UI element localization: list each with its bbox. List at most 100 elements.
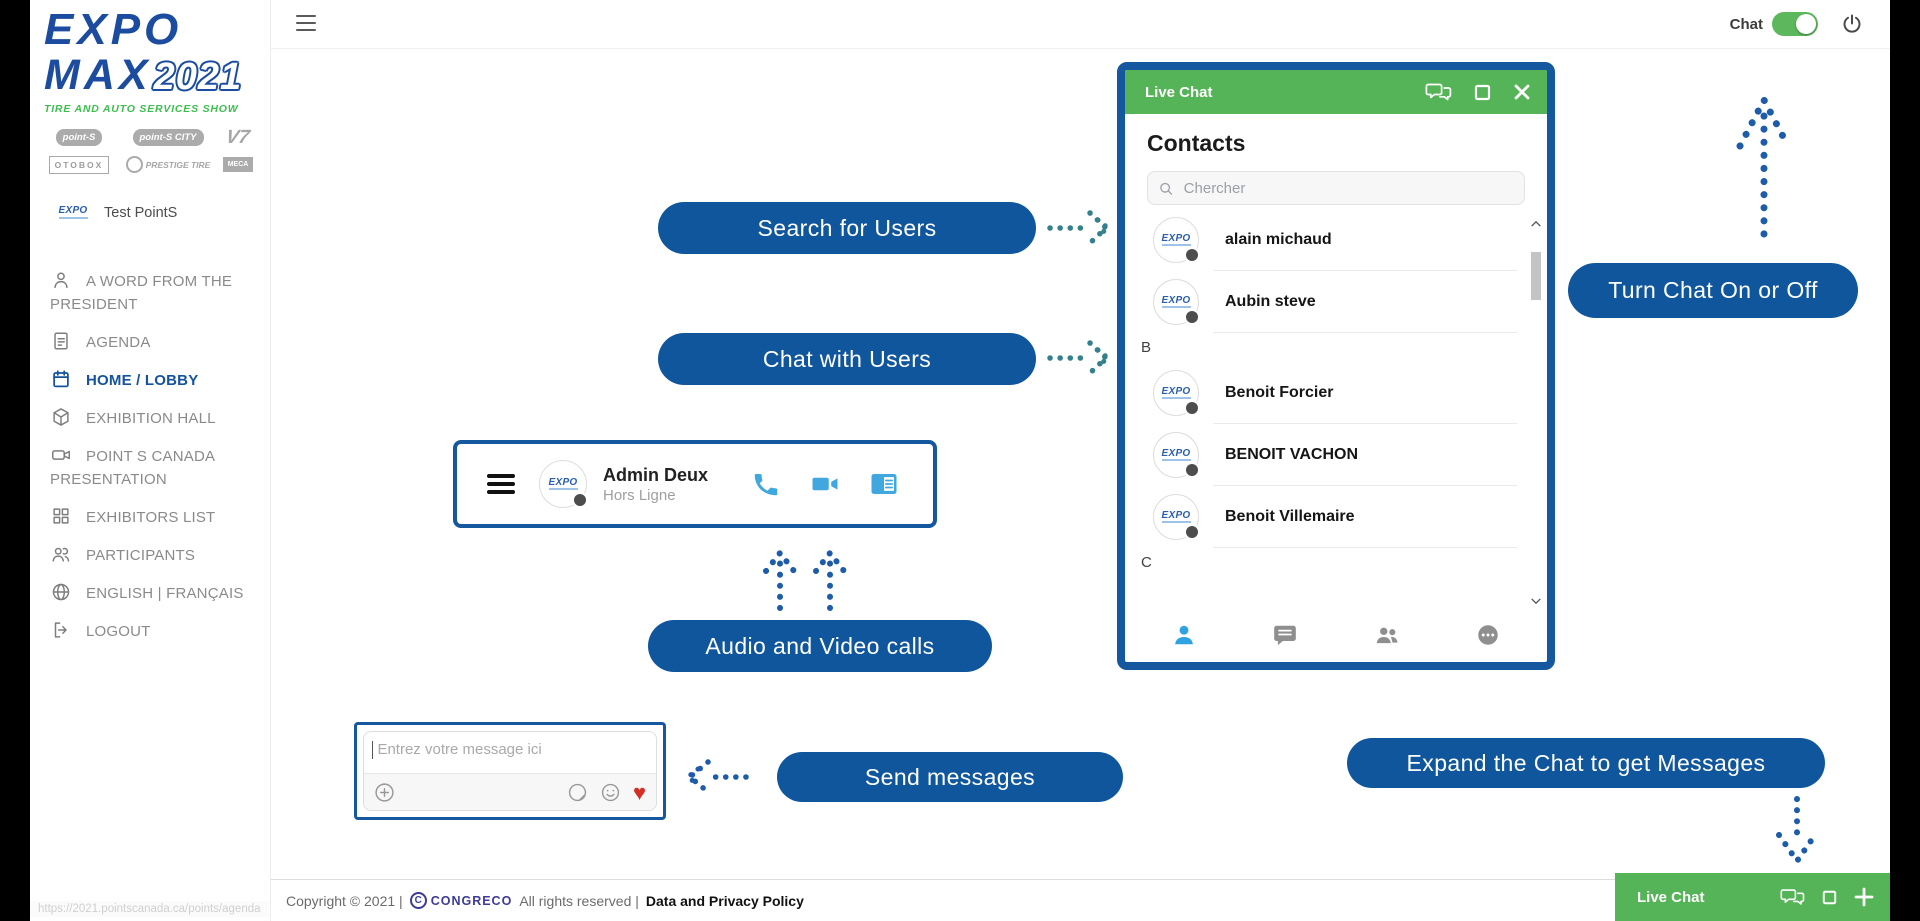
browser-link-preview: https://2021.pointscanada.ca/points/agen… <box>30 901 269 917</box>
menu-hamburger-icon[interactable] <box>296 15 316 31</box>
tab-messages-icon[interactable] <box>1272 622 1298 648</box>
contact-section-letter: C <box>1141 554 1152 571</box>
congreco-c-icon: C <box>409 892 427 909</box>
sidebar-item-label: LOGOUT <box>86 622 151 640</box>
copyright-text: Copyright © 2021 | <box>286 892 403 909</box>
sidebar-item-label: PARTICIPANTS <box>86 546 196 564</box>
contact-list-item[interactable]: EXPO BENOIT VACHON <box>1125 424 1547 486</box>
contact-list-item[interactable]: EXPO Benoit Villemaire <box>1125 486 1547 548</box>
contact-search[interactable] <box>1147 171 1525 205</box>
rights-text: All rights reserved | <box>519 892 639 909</box>
arrow-down-to-chat-bar-icon <box>1769 795 1825 871</box>
expand-plus-icon[interactable] <box>1854 887 1874 907</box>
call-widget-menu-icon[interactable] <box>487 474 515 494</box>
maximize-icon[interactable] <box>1474 84 1491 101</box>
contact-list-item[interactable]: EXPO alain michaud <box>1125 209 1547 271</box>
sponsor-logos: point-S point-S CITY V7 OTOBOX PRESTIGE … <box>30 115 270 174</box>
sidebar-item-agenda[interactable]: AGENDA <box>30 323 270 361</box>
avatar: EXPO <box>1153 370 1200 416</box>
sponsor-points-logo: point-S <box>55 129 103 146</box>
expo-logo: EXPO <box>1161 510 1191 524</box>
contact-name: Aubin steve <box>1225 293 1316 310</box>
sidebar-item-label: A WORD FROM THE PRESIDENT <box>50 272 233 313</box>
callout-expand-chat: Expand the Chat to get Messages <box>1347 738 1825 788</box>
expo-logo: EXPO <box>548 477 578 491</box>
toggle-knob <box>1796 14 1816 34</box>
document-icon <box>50 330 72 352</box>
status-dot <box>572 492 588 508</box>
arrow-up-video-icon <box>808 544 852 612</box>
contact-card-icon[interactable] <box>869 469 899 499</box>
sidebar-item-exhibition-hall[interactable]: EXHIBITION HALL <box>30 399 270 437</box>
close-icon[interactable] <box>1513 83 1531 101</box>
sidebar-item-exhibitors-list[interactable]: EXHIBITORS LIST <box>30 498 270 536</box>
chat-bubbles-icon[interactable] <box>1780 887 1805 907</box>
contact-status: Hors Ligne <box>603 486 676 504</box>
contact-list: EXPO alain michaud EXPO Aubin steve B EX… <box>1125 209 1547 608</box>
tab-groups-people-icon[interactable] <box>1374 622 1400 648</box>
chat-bubbles-icon[interactable] <box>1425 81 1452 103</box>
scroll-up-icon[interactable] <box>1530 215 1542 227</box>
status-dot <box>1184 400 1200 416</box>
sidebar-item-label: EXHIBITORS LIST <box>86 508 216 526</box>
expo-logo: EXPO <box>58 206 88 219</box>
sidebar-item-home-lobby[interactable]: HOME / LOBBY <box>30 361 270 399</box>
prestige-circle-icon <box>125 156 143 173</box>
callout-audio-video-calls: Audio and Video calls <box>648 620 992 672</box>
sidebar-item-participants[interactable]: PARTICIPANTS <box>30 536 270 574</box>
emoji-icon[interactable] <box>600 782 621 803</box>
video-call-icon[interactable] <box>810 469 840 499</box>
avatar: EXPO <box>1153 217 1200 263</box>
sidebar-item-point-s-canada-presentation[interactable]: POINT S CANADA PRESENTATION <box>30 437 270 498</box>
attach-plus-icon[interactable] <box>374 782 395 803</box>
contact-name: Benoit Forcier <box>1225 384 1334 401</box>
message-input[interactable] <box>375 740 646 759</box>
privacy-policy-link[interactable]: Data and Privacy Policy <box>645 892 804 909</box>
scrollbar-track[interactable] <box>1531 224 1541 593</box>
search-icon <box>1160 182 1173 195</box>
logo-expo-text: EXPO <box>44 5 183 54</box>
congreco-logo: C CONGRECO <box>409 892 513 909</box>
contact-list-item[interactable]: EXPO Benoit Forcier <box>1125 362 1547 424</box>
avatar: EXPO <box>1153 494 1200 540</box>
sidebar-item-language[interactable]: ENGLISH | FRANÇAIS <box>30 574 270 612</box>
callout-search-for-users: Search for Users <box>658 202 1036 254</box>
user-name: Test PointS <box>104 204 178 221</box>
expomax-logo: EXPO MAX 2021 TIRE AND AUTO SERVICES SHO… <box>30 0 270 115</box>
logo-tagline: TIRE AND AUTO SERVICES SHOW <box>44 103 239 115</box>
globe-icon <box>50 581 72 603</box>
chat-toggle[interactable] <box>1772 12 1818 36</box>
sponsor-otobox-logo: OTOBOX <box>48 155 110 174</box>
tab-contacts-person-icon[interactable] <box>1171 622 1197 648</box>
tab-more-icon[interactable] <box>1475 622 1501 648</box>
sidebar-item-logout[interactable]: LOGOUT <box>30 612 270 650</box>
status-dot <box>1184 309 1200 325</box>
search-input[interactable] <box>1181 178 1514 198</box>
contact-section-letter: B <box>1141 339 1152 356</box>
scroll-down-icon[interactable] <box>1530 593 1542 605</box>
sponsor-v7-logo: V7 <box>224 126 252 148</box>
logout-icon <box>50 619 72 641</box>
phone-call-icon[interactable] <box>751 469 781 499</box>
top-bar: Chat <box>270 0 1890 49</box>
person-icon <box>50 269 72 291</box>
contact-name: BENOIT VACHON <box>1225 446 1359 463</box>
power-icon[interactable] <box>1840 12 1864 36</box>
current-user: EXPO Test PointS <box>30 198 270 228</box>
contact-list-item[interactable]: EXPO Aubin steve <box>1125 271 1547 333</box>
scrollbar-thumb[interactable] <box>1531 252 1541 300</box>
live-chat-header: Live Chat <box>1125 70 1547 114</box>
sticker-icon[interactable] <box>567 782 588 803</box>
heart-icon[interactable]: ♥ <box>632 779 646 805</box>
people-icon <box>50 543 72 565</box>
sidebar-item-a-word-from-the-president[interactable]: A WORD FROM THE PRESIDENT <box>30 262 270 323</box>
live-chat-bar[interactable]: Live Chat <box>1615 873 1890 921</box>
expo-logo: EXPO <box>1161 448 1191 462</box>
arrow-right-to-contacts-icon <box>1046 336 1116 380</box>
live-chat-bar-title: Live Chat <box>1637 888 1705 906</box>
video-camera-icon <box>50 444 72 466</box>
sidebar-nav: A WORD FROM THE PRESIDENT AGENDA HOME / … <box>30 262 270 650</box>
arrow-up-audio-icon <box>758 544 802 612</box>
maximize-icon[interactable] <box>1822 890 1837 905</box>
expo-logo: EXPO <box>1161 295 1191 309</box>
